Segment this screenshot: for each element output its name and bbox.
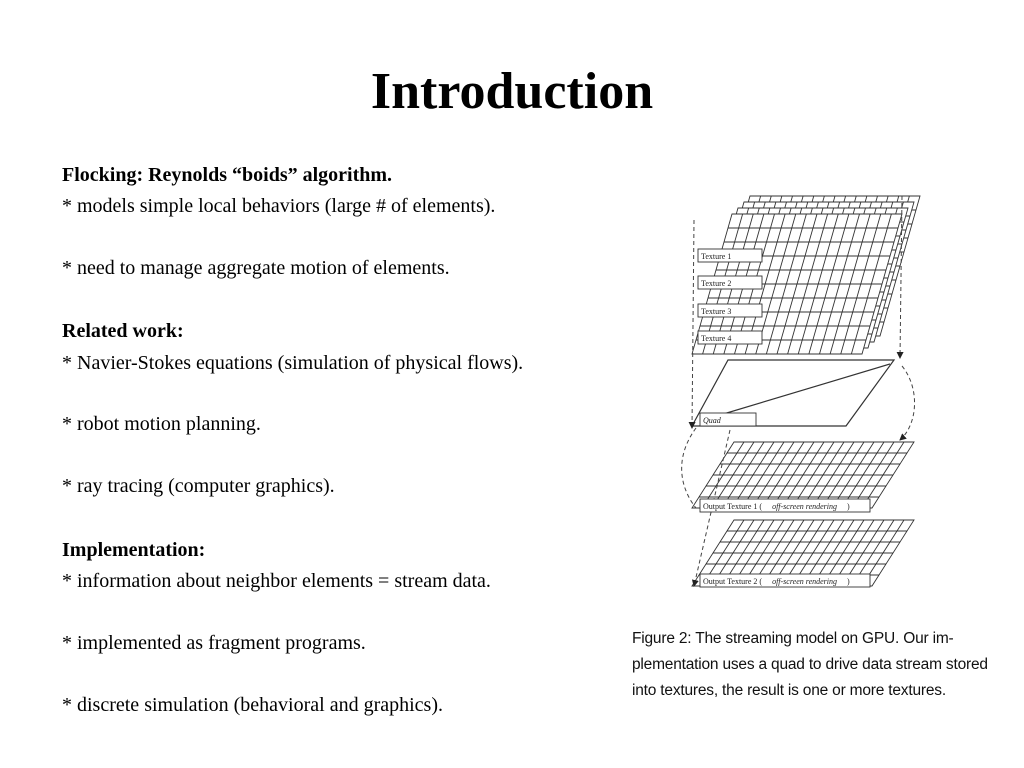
output-texture-grid-1 xyxy=(691,441,915,509)
section-heading-related-work: Related work: xyxy=(62,320,184,342)
caption-line-3: into textures, the result is one or more… xyxy=(632,682,946,699)
bullet-robot-motion: * robot motion planning. xyxy=(62,413,261,435)
texture-4-label: Texture 4 xyxy=(701,334,731,343)
texture-1-label: Texture 1 xyxy=(701,252,731,261)
bullet-fragment-programs: * implemented as fragment programs. xyxy=(62,632,366,654)
output-texture-2-label-box xyxy=(699,573,871,588)
gpu-streaming-model-figure: Texture 1 Texture 2 Texture 3 Texture 4 … xyxy=(681,195,921,588)
bullet-discrete-simulation: * discrete simulation (behavioral and gr… xyxy=(62,694,443,716)
bullet-navier-stokes: * Navier-Stokes equations (simulation of… xyxy=(62,352,524,374)
bullet-ray-tracing: * ray tracing (computer graphics). xyxy=(62,475,335,497)
figure-caption: Figure 2: The streaming model on GPU. Ou… xyxy=(632,626,992,704)
bullet-stream-data: * information about neighbor elements = … xyxy=(62,570,491,592)
caption-line-2: plementation uses a quad to drive data s… xyxy=(632,656,988,673)
section-heading-flocking: Flocking: Reynolds “boids” algorithm. xyxy=(62,164,393,186)
quad-label: Quad xyxy=(703,416,722,425)
texture-3-label-box xyxy=(697,303,763,318)
output-texture-1-label: Output Texture 1 ( off-screen rendering … xyxy=(703,502,850,511)
section-heading-implementation: Implementation: xyxy=(62,539,206,561)
texture-2-label: Texture 2 xyxy=(701,279,731,288)
caption-line-1: Figure 2: The streaming model on GPU. Ou… xyxy=(632,630,954,647)
texture-3-label: Texture 3 xyxy=(701,307,731,316)
output-texture-2-label: Output Texture 2 ( off-screen rendering … xyxy=(703,577,850,586)
texture-4-label-box xyxy=(697,330,763,345)
slide-title: Introduction xyxy=(370,63,654,120)
bullet-aggregate-motion: * need to manage aggregate motion of ele… xyxy=(62,257,450,279)
texture-1-label-box xyxy=(697,248,763,263)
bullet-local-behaviors: * models simple local behaviors (large #… xyxy=(62,195,496,217)
texture-2-label-box xyxy=(697,275,763,290)
output-texture-1-label-box xyxy=(699,498,871,513)
quad-label-box xyxy=(699,412,757,427)
